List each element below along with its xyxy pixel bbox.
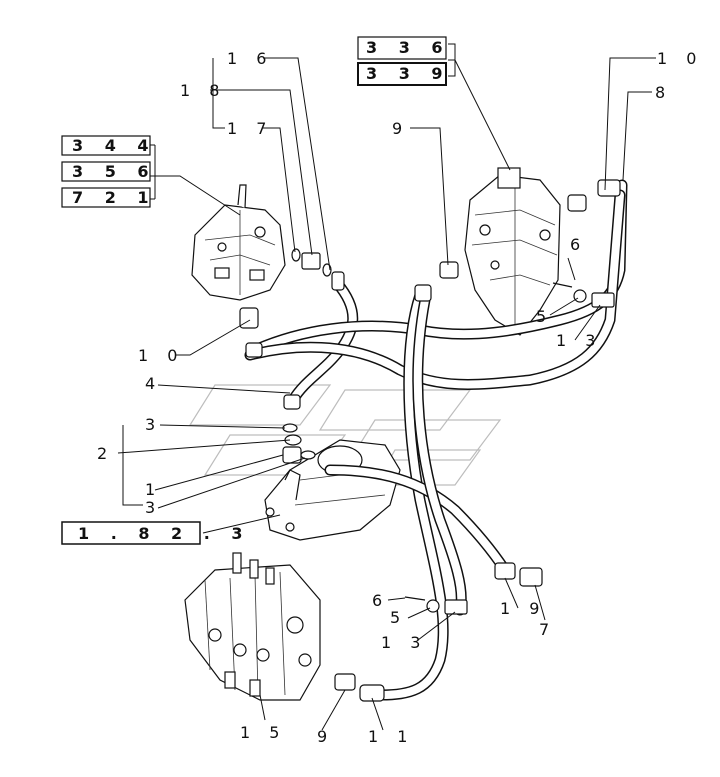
callout-8: 8 — [655, 83, 672, 102]
fitting-10-right — [567, 194, 587, 212]
hose-lines — [244, 179, 628, 701]
callout-2: 2 — [97, 444, 114, 463]
ref-box-339: 3 3 9 — [366, 64, 451, 83]
callout-17: 1 7 — [227, 119, 273, 138]
hose-end-left — [245, 342, 263, 358]
callout-13-top: 1 3 — [556, 331, 602, 350]
callout-19: 1 9 — [500, 599, 546, 618]
o-ring-18 — [322, 263, 332, 277]
hose-end-8 — [597, 179, 621, 197]
clamp-13-top — [591, 292, 615, 308]
ref-box-721: 7 2 1 — [72, 188, 157, 207]
seal-3a — [282, 423, 298, 433]
washer-5-bottom — [426, 599, 440, 613]
ref-box-344: 3 4 4 — [72, 136, 157, 155]
fitting-9-bottom — [334, 673, 356, 691]
callout-9-top: 9 — [392, 119, 409, 138]
callout-9-bottom: 9 — [317, 727, 334, 746]
callout-5-top: 5 — [536, 307, 553, 326]
elbow-fitting — [331, 271, 345, 291]
callout-1: 1 — [145, 480, 162, 499]
callout-6-top: 6 — [570, 235, 587, 254]
hose-end-4 — [283, 394, 301, 410]
hose-end-19 — [494, 562, 516, 580]
hose-end-9 — [414, 284, 432, 302]
callout-18: 1 8 — [180, 81, 226, 100]
callout-5-bottom: 5 — [390, 608, 407, 627]
clamp-13-bottom — [444, 599, 468, 615]
adapter-17 — [301, 252, 321, 270]
callout-16: 1 6 — [227, 49, 273, 68]
callout-10-left: 1 0 — [138, 346, 184, 365]
ref-box-1-82-3: 1 . 8 2 . 3 — [78, 524, 251, 543]
callout-4: 4 — [145, 374, 162, 393]
callout-3-a: 3 — [145, 415, 162, 434]
lower-control-valve-block — [184, 552, 321, 701]
callout-7: 7 — [539, 620, 556, 639]
callout-6-bottom: 6 — [372, 591, 389, 610]
fitting-10-left — [239, 307, 259, 329]
bolt-6-top — [552, 282, 573, 288]
washer-5-top — [573, 289, 587, 303]
fitting-7 — [519, 567, 543, 587]
ref-box-356: 3 5 6 — [72, 162, 157, 181]
o-ring-16 — [291, 248, 301, 262]
fitting-9-top — [439, 261, 459, 279]
upper-right-valve-block — [464, 167, 561, 336]
ref-box-336: 3 3 6 — [366, 38, 451, 57]
leader-lines — [117, 43, 656, 731]
bolt-6-bottom — [404, 596, 426, 601]
upper-left-valve-block — [191, 184, 286, 301]
callout-11: 1 1 — [368, 727, 414, 746]
reference-boxes: 3 4 4 3 5 6 7 2 1 3 3 6 3 3 9 1 . 8 2 . … — [61, 36, 451, 545]
callout-13-bottom: 1 3 — [381, 633, 427, 652]
callout-3-b: 3 — [145, 498, 162, 517]
seal-3b — [300, 450, 316, 460]
hose-end-11 — [359, 684, 385, 702]
callout-labels: 1 6 1 8 1 7 1 0 4 3 2 1 3 9 1 0 8 6 5 1 … — [97, 49, 703, 746]
callout-10-right: 1 0 — [657, 49, 703, 68]
callout-15: 1 5 — [240, 723, 286, 742]
